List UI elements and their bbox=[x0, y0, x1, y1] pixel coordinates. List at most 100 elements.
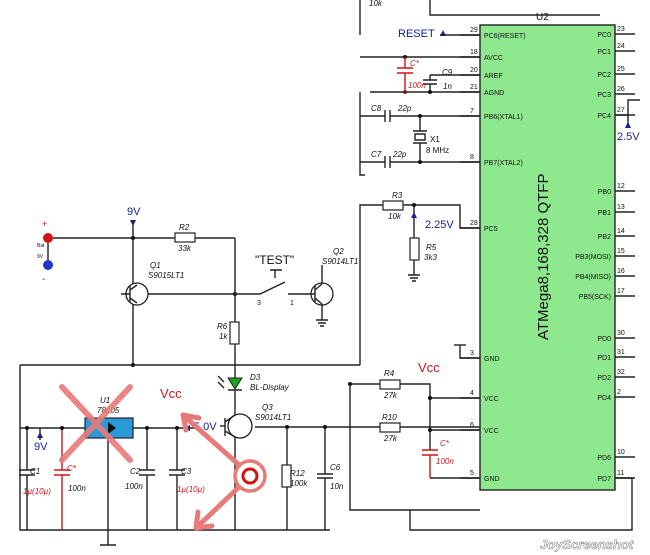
chip-pin-name: AGND bbox=[484, 90, 504, 97]
q3-leads bbox=[224, 412, 236, 530]
junction-dot bbox=[428, 90, 432, 94]
junction-dot bbox=[25, 426, 29, 430]
chip-pin-name: PB2 bbox=[598, 234, 611, 241]
chip-pin-name: PD7 bbox=[597, 476, 611, 483]
chip-pin-number: 30 bbox=[617, 330, 625, 337]
chip-pin-name: PB6(XTAL1) bbox=[484, 114, 523, 121]
chip-pin-number: 25 bbox=[617, 66, 625, 73]
c2-ref: C2 bbox=[130, 467, 141, 476]
supply-9v-label: 9V bbox=[127, 206, 141, 218]
r4-value: 27k bbox=[383, 391, 398, 400]
chip-pin-name: GND bbox=[484, 476, 500, 483]
gnd-pin-wire bbox=[459, 345, 480, 359]
r4-wire bbox=[350, 383, 480, 399]
chip-pin-name: PC0 bbox=[597, 32, 611, 39]
u1-ref: U1 bbox=[100, 396, 110, 405]
chip-pin-number: 21 bbox=[470, 84, 478, 91]
switch-pin-1: 1 bbox=[290, 300, 294, 307]
chip-pin-number: 6 bbox=[470, 422, 474, 429]
junction-dot bbox=[60, 426, 64, 430]
battery-negative-terminal bbox=[43, 260, 53, 270]
cross-out-mark-icon bbox=[59, 384, 133, 463]
chip-pin-number: 31 bbox=[617, 349, 625, 356]
chip-pin-number: 23 bbox=[617, 26, 625, 33]
chip-pin-number: 3 bbox=[470, 350, 474, 357]
battery-plus: + bbox=[42, 219, 47, 229]
c9-value: 1n bbox=[443, 82, 452, 91]
c1-value: 1µ(10µ) bbox=[23, 487, 51, 496]
c8-ref: C8 bbox=[371, 104, 382, 113]
avcc-cap-value: 100n bbox=[408, 81, 426, 90]
chip-pin-name: PC3 bbox=[597, 92, 611, 99]
d3-value: BL-Display bbox=[250, 383, 290, 392]
r5-value: 3k3 bbox=[424, 253, 437, 262]
chip-pin-name: PD0 bbox=[597, 336, 611, 343]
vcc-right-label: Vcc bbox=[418, 360, 440, 375]
c7-ref: C7 bbox=[371, 150, 382, 159]
main-ground-symbol bbox=[100, 530, 116, 546]
battery-voltage: 9V bbox=[37, 254, 44, 260]
input-cstar-value: 100n bbox=[68, 484, 86, 493]
vcc-cap-value: 100n bbox=[436, 457, 454, 466]
chip-pin-name: PD2 bbox=[597, 375, 611, 382]
led-d3-icon bbox=[227, 377, 243, 390]
chip-pin-name: PB0 bbox=[598, 189, 611, 196]
c8-symbol bbox=[360, 110, 480, 122]
d3-ref: D3 bbox=[250, 373, 261, 382]
chip-pin-number: 5 bbox=[470, 470, 474, 477]
chip-pin-name: PB3(MOSI) bbox=[575, 254, 611, 261]
r2-ref: R2 bbox=[179, 223, 190, 232]
chip-pin-number: 18 bbox=[470, 49, 478, 56]
battery-minus: - bbox=[42, 274, 45, 285]
q3-value: S9014LT1 bbox=[255, 413, 291, 422]
c8-value: 22p bbox=[397, 104, 412, 113]
top-bus-wire bbox=[429, 0, 600, 16]
vcc-cap-ref: C* bbox=[440, 439, 450, 448]
avcc-cap-ref: C* bbox=[410, 59, 420, 68]
chip-pin-number: 12 bbox=[617, 183, 625, 190]
r2-value: 33k bbox=[178, 244, 192, 253]
r5-ref: R5 bbox=[426, 243, 437, 252]
left-rail-wire bbox=[19, 365, 330, 531]
r6-resistor bbox=[229, 321, 240, 345]
chip-pin-number: 7 bbox=[470, 108, 474, 115]
c6-value: 10n bbox=[330, 482, 344, 491]
c1-symbol bbox=[19, 428, 35, 530]
r2-resistor bbox=[174, 232, 196, 243]
chip-pin-number: 11 bbox=[617, 470, 624, 477]
chip-pin-name: PC5 bbox=[484, 226, 498, 233]
r3-ref: R3 bbox=[392, 191, 403, 200]
voltage-arrow-icon bbox=[411, 212, 417, 218]
x1-ref: X1 bbox=[430, 135, 440, 144]
q3-ref: Q3 bbox=[262, 403, 273, 412]
pd7-wire bbox=[409, 477, 633, 531]
regulator-arrow-icon bbox=[108, 422, 116, 434]
chip-pin-number: 15 bbox=[617, 248, 625, 255]
q1-value: S9015LT1 bbox=[148, 271, 184, 280]
chip-pin-name: PB5(SCK) bbox=[579, 294, 611, 301]
chip-pin-name: PD6 bbox=[597, 455, 611, 462]
chip-pin-number: 10 bbox=[617, 449, 625, 456]
led-light-arrows-icon bbox=[217, 375, 225, 389]
watermark-text: JoyScreenshot bbox=[540, 537, 634, 552]
c9-ref: C9 bbox=[442, 68, 453, 77]
r10-value: 27k bbox=[383, 434, 398, 443]
r10-resistor bbox=[379, 422, 401, 433]
junction-dot bbox=[131, 363, 135, 367]
input-cstar-symbol bbox=[54, 428, 70, 530]
pc4-wire bbox=[615, 99, 640, 116]
r5-wire bbox=[408, 205, 420, 282]
vcc-capacitor-symbol bbox=[422, 449, 438, 478]
chip-pin-name: PB1 bbox=[598, 210, 611, 217]
q2-value: S9014LT1 bbox=[322, 257, 358, 266]
r12-ref: R12 bbox=[290, 469, 305, 478]
highlight-circle-icon bbox=[233, 459, 267, 493]
reset-label: RESET bbox=[398, 28, 435, 40]
test-switch-label: "TEST" bbox=[255, 253, 294, 267]
pc5-voltage: 2.25V bbox=[425, 219, 454, 231]
chip-pin-number: 16 bbox=[617, 268, 625, 275]
chip-pin-name: PD1 bbox=[597, 355, 611, 362]
chip-pin-number: 32 bbox=[617, 369, 625, 376]
chip-pin-name: PD4 bbox=[597, 395, 611, 402]
test-switch-symbol bbox=[235, 269, 303, 295]
